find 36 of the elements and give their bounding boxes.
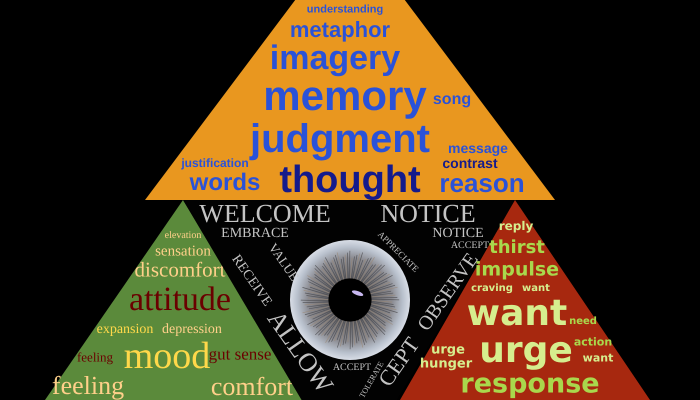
cloud-word: thought [279,161,421,199]
cloud-word: memory [263,75,427,117]
cloud-word: NOTICE [380,201,476,227]
cloud-word: response [460,370,600,398]
cloud-word: action [574,336,612,348]
cloud-word: urge [479,333,573,369]
cloud-word: want [522,284,550,294]
cloud-word: feeling [76,350,114,364]
cloud-word: imagery [270,41,400,75]
cloud-word: thirst [489,239,545,257]
cloud-word: EMBRACE [221,227,289,241]
cloud-word: contrast [442,156,498,170]
cloud-word: depression [162,323,222,337]
cloud-word: justification [181,157,249,169]
cloud-word: reason [439,170,525,196]
cloud-word: sensation [155,244,211,260]
cloud-word: feeling [52,373,124,399]
cloud-word: words [190,171,260,195]
cloud-word: want [582,352,614,364]
cloud-word: ACCEPT [450,241,490,251]
cloud-word: metaphor [290,19,390,41]
cloud-word: urge [431,344,465,356]
cloud-word: judgment [250,119,430,159]
cloud-word: song [432,92,472,108]
cloud-word: need [569,317,597,327]
cloud-word: message [448,141,508,155]
cloud-word: understanding [306,4,384,16]
cloud-word: reply [498,220,534,232]
cloud-word: NOTICE [432,227,484,241]
cloud-word: WELCOME [199,201,331,227]
cloud-word: expansion [96,323,154,337]
cloud-word: mood [124,337,210,375]
cloud-word: attitude [129,283,231,317]
cloud-word: elevation [164,231,202,241]
cloud-word: hunger [420,358,472,370]
cloud-word: discomfort [134,260,226,280]
